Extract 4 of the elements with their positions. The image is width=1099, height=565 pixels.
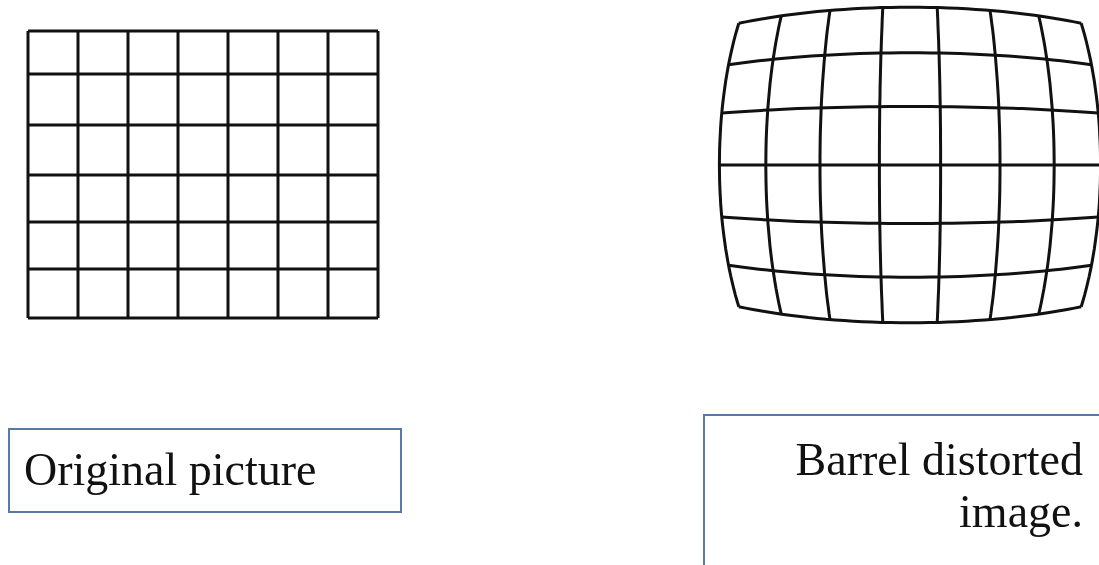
caption-box bbox=[8, 428, 402, 513]
caption-text: Original picture bbox=[24, 444, 317, 496]
caption-box bbox=[703, 414, 1099, 565]
caption-text: Barrel distorted image. bbox=[794, 434, 1083, 538]
